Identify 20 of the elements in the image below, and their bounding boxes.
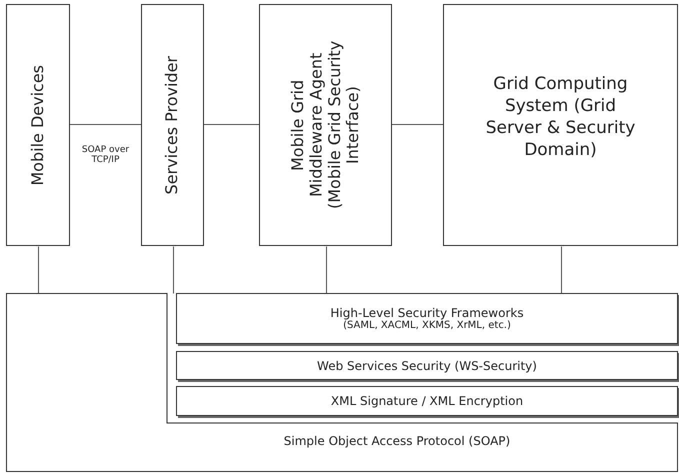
connector-line xyxy=(392,124,444,125)
connector-line xyxy=(70,124,142,125)
edge-label: SOAP over TCP/IP xyxy=(80,146,132,166)
connector-line xyxy=(561,246,562,294)
connector-line xyxy=(173,246,174,294)
layer-detail: (SAML, XACML, XKMS, XrML, etc.) xyxy=(343,320,511,331)
system-box: Grid Computing System (Grid Server & Security Domain) xyxy=(443,4,678,246)
connector-line xyxy=(326,246,327,294)
agent-box: Mobile Grid Middleware Agent (Mobile Grid Security Interface) xyxy=(259,4,392,246)
layer-title: XML Signature / XML Encryption xyxy=(330,394,524,408)
connector-line xyxy=(204,124,260,125)
security-layer xyxy=(176,293,678,344)
layer-title: High-Level Security Frameworks xyxy=(330,306,524,320)
device-box: Mobile Devices xyxy=(6,4,70,246)
security-layer xyxy=(176,351,678,380)
security-layer xyxy=(176,386,678,416)
layer-title: Web Services Security (WS-Security) xyxy=(317,358,537,372)
provider-box: Services Provider xyxy=(141,4,204,246)
connector-line xyxy=(38,246,39,294)
layer-label: Simple Object Access Protocol (SOAP) xyxy=(282,434,512,448)
